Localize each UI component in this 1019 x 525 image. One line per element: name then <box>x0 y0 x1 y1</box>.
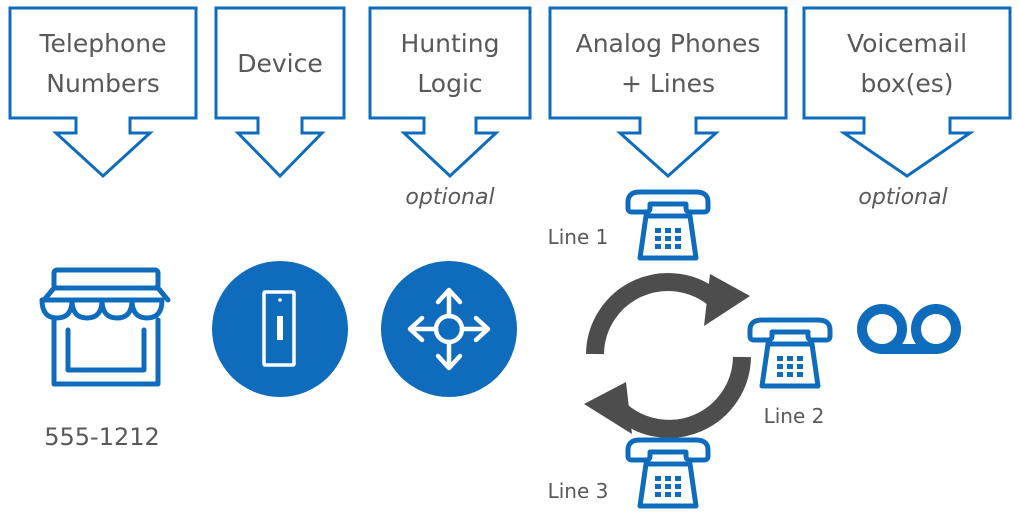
line-label: Line 3 <box>548 479 609 503</box>
callout-title-line2: box(es) <box>860 69 953 98</box>
callout-title-line1: Device <box>237 49 323 78</box>
move-arrows-icon <box>381 261 517 397</box>
callout-device: Device <box>214 6 346 179</box>
callout-title-line2: + Lines <box>621 69 715 98</box>
callout-title-line1: Hunting <box>401 29 500 58</box>
callout-telephone-numbers: Telephone Numbers <box>8 6 198 179</box>
callout-title-line1: Analog Phones <box>576 29 761 58</box>
desk-phone-icon <box>750 320 830 386</box>
optional-note: optional <box>858 185 947 210</box>
device-icon <box>212 261 348 397</box>
optional-note: optional <box>405 185 494 210</box>
phone-number: 555-1212 <box>44 423 160 451</box>
line-label: Line 2 <box>764 404 825 428</box>
desk-phone-icon <box>628 192 708 258</box>
cycle-arrows-icon <box>584 273 751 438</box>
callout-title-line1: Voicemail <box>847 29 967 58</box>
callout-title-line1: Telephone <box>39 29 167 58</box>
callout-analog-phones-lines: Analog Phones + Lines <box>548 6 788 179</box>
callout-title-line2: Logic <box>417 69 482 98</box>
voicemail-icon <box>857 304 961 354</box>
callout-voicemail-boxes: Voicemail box(es) optional <box>802 6 1012 210</box>
callout-title-line2: Numbers <box>46 69 159 98</box>
storefront-icon <box>39 267 171 387</box>
callout-hunting-logic: Hunting Logic optional <box>368 6 532 210</box>
line-label: Line 1 <box>548 225 609 249</box>
desk-phone-icon <box>628 440 708 506</box>
